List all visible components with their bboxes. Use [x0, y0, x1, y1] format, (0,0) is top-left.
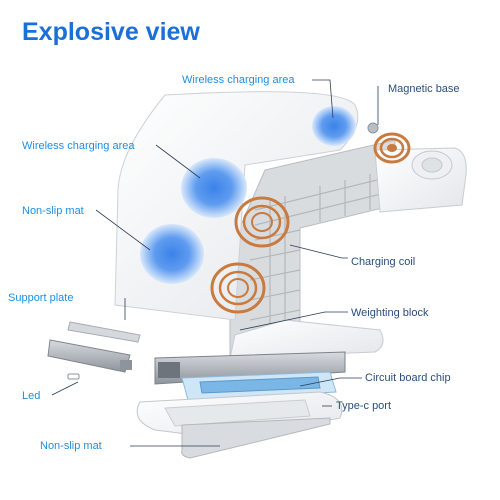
front-panel: [114, 91, 359, 321]
label-nonslip-mat-bottom: Non-slip mat: [40, 440, 102, 452]
label-magnetic-base: Magnetic base: [388, 83, 460, 95]
charging-area-top: [312, 106, 356, 146]
label-charging-coil: Charging coil: [351, 256, 416, 268]
label-type-c-port: Type-c port: [336, 400, 392, 412]
diagram-title: Explosive view: [22, 18, 200, 46]
bottom-nonslip-mat: [181, 417, 331, 459]
magnetic-base-unit: [374, 147, 467, 213]
charging-coils: [210, 196, 290, 314]
label-weighting-block: Weighting block: [351, 307, 429, 319]
magnetic-coil: [367, 122, 411, 164]
label-wireless-charging-area-left: Wireless charging area: [22, 140, 135, 152]
support-plate-part: [47, 321, 141, 373]
led-part: [67, 373, 80, 380]
charging-area-bottom: [140, 224, 204, 284]
label-circuit-board-chip: Circuit board chip: [365, 372, 451, 384]
callout-lines: [51, 79, 379, 447]
weighting-block: [154, 351, 346, 385]
label-support-plate: Support plate: [8, 292, 74, 304]
label-wireless-charging-area-top: Wireless charging area: [182, 74, 295, 86]
label-led: Led: [22, 390, 41, 402]
charging-area-middle: [181, 158, 247, 218]
label-nonslip-mat-top: Non-slip mat: [22, 205, 84, 217]
